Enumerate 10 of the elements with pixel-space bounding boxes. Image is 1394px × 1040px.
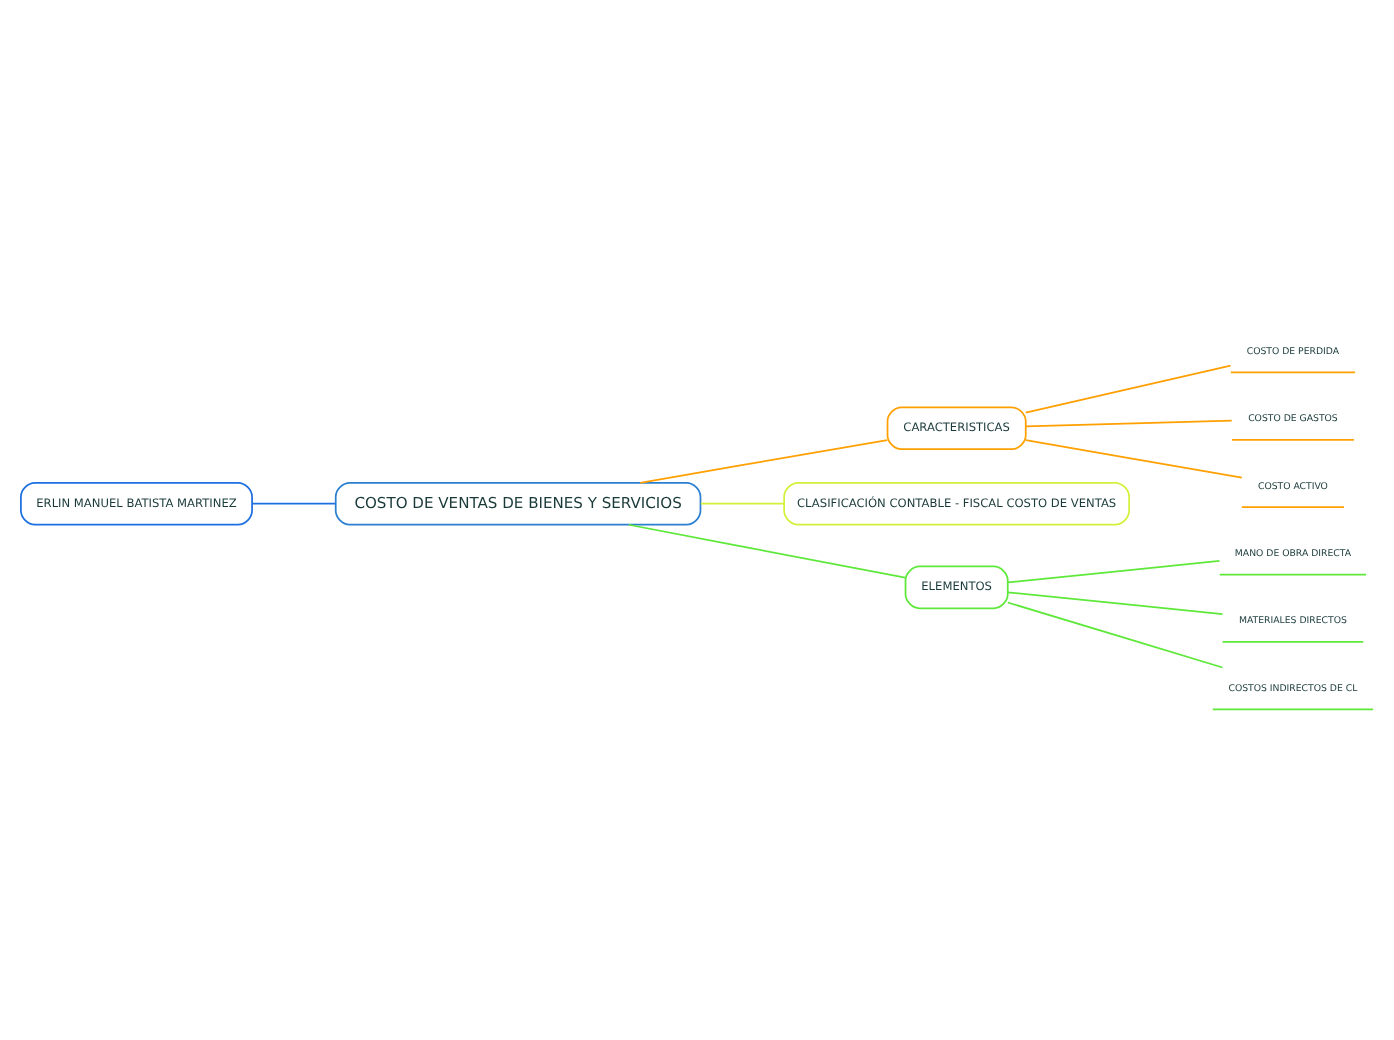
connector (1006, 591, 1224, 615)
connector (1006, 601, 1224, 669)
connector (1006, 560, 1221, 584)
connector (251, 502, 337, 505)
connector (699, 502, 785, 505)
connector (639, 439, 889, 484)
connector (1024, 364, 1232, 414)
connector (1024, 439, 1243, 479)
connector (1024, 419, 1233, 428)
connector (627, 523, 906, 579)
